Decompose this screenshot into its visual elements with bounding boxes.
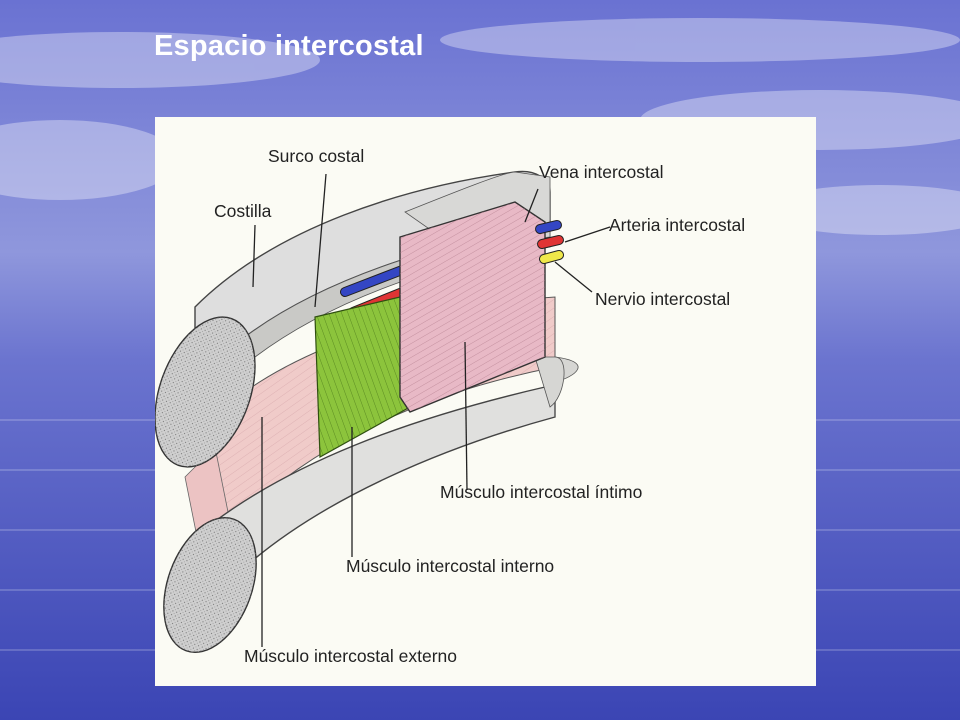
slide-title: Espacio intercostal <box>154 30 424 62</box>
intercostal-vessels-right <box>535 220 564 264</box>
leader-lines <box>252 173 611 647</box>
intercostal-space-illustration <box>155 170 611 654</box>
label-costilla: Costilla <box>214 201 272 221</box>
label-musculo-externo: Músculo intercostal externo <box>244 646 458 666</box>
label-vena-intercostal: Vena intercostal <box>539 162 664 182</box>
label-musculo-intimo: Músculo intercostal íntimo <box>440 482 643 502</box>
label-musculo-interno: Músculo intercostal interno <box>346 556 555 576</box>
label-nervio-intercostal: Nervio intercostal <box>595 289 731 309</box>
label-surco-costal: Surco costal <box>268 146 365 166</box>
label-arteria-intercostal: Arteria intercostal <box>609 215 746 235</box>
diagram-panel: Surco costal Costilla Vena intercostal A… <box>155 117 816 686</box>
